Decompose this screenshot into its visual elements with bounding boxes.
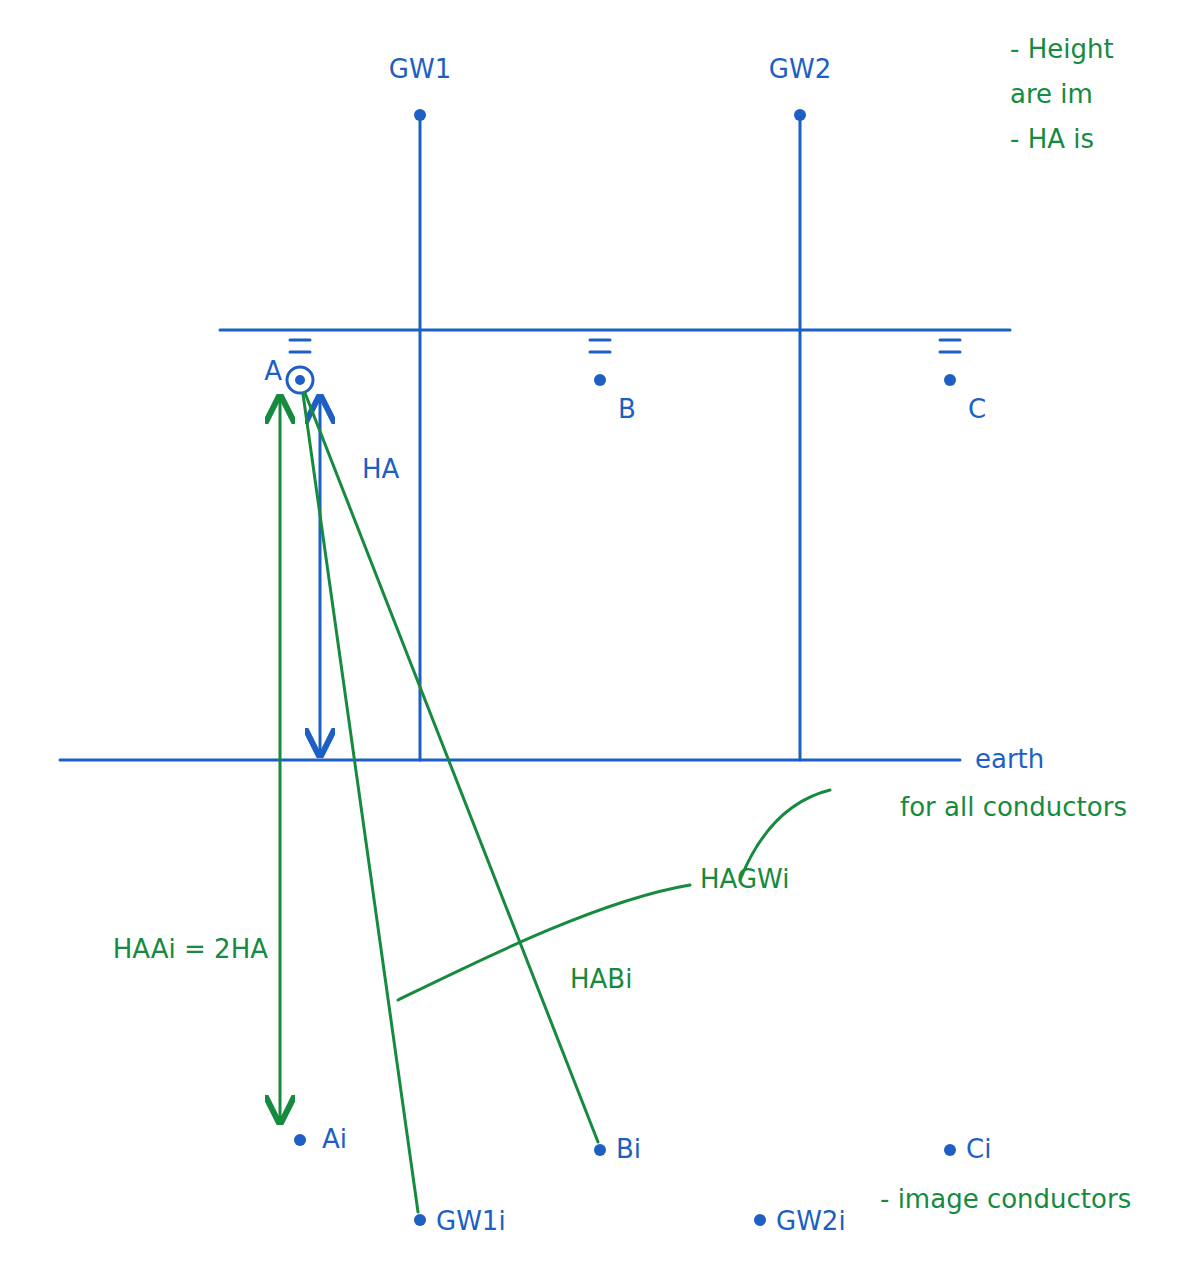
note: are im xyxy=(1010,79,1093,110)
conductor-name: B xyxy=(618,394,636,425)
note: - Height xyxy=(1010,34,1114,65)
note: for all conductors xyxy=(900,792,1127,823)
wire-name: GW2 xyxy=(769,54,831,85)
dimension-label: HAAi = 2HA xyxy=(113,934,268,965)
image-name: Bi xyxy=(616,1134,641,1165)
note: - image conductors xyxy=(880,1184,1131,1215)
wire-name: GW1 xyxy=(389,54,451,85)
dimension-label: HABi xyxy=(570,964,632,995)
image-name: Ai xyxy=(322,1124,347,1155)
image-name: Ci xyxy=(966,1134,991,1165)
image-name: GW2i xyxy=(776,1206,846,1237)
note: - HA is xyxy=(1010,124,1094,155)
dimension-label: HAGWi xyxy=(700,864,789,895)
conductor-name: C xyxy=(968,394,986,425)
dimension-label: HA xyxy=(362,454,399,485)
earth-label: earth xyxy=(975,744,1044,775)
conductor-name: A xyxy=(264,356,282,387)
image-name: GW1i xyxy=(436,1206,506,1237)
